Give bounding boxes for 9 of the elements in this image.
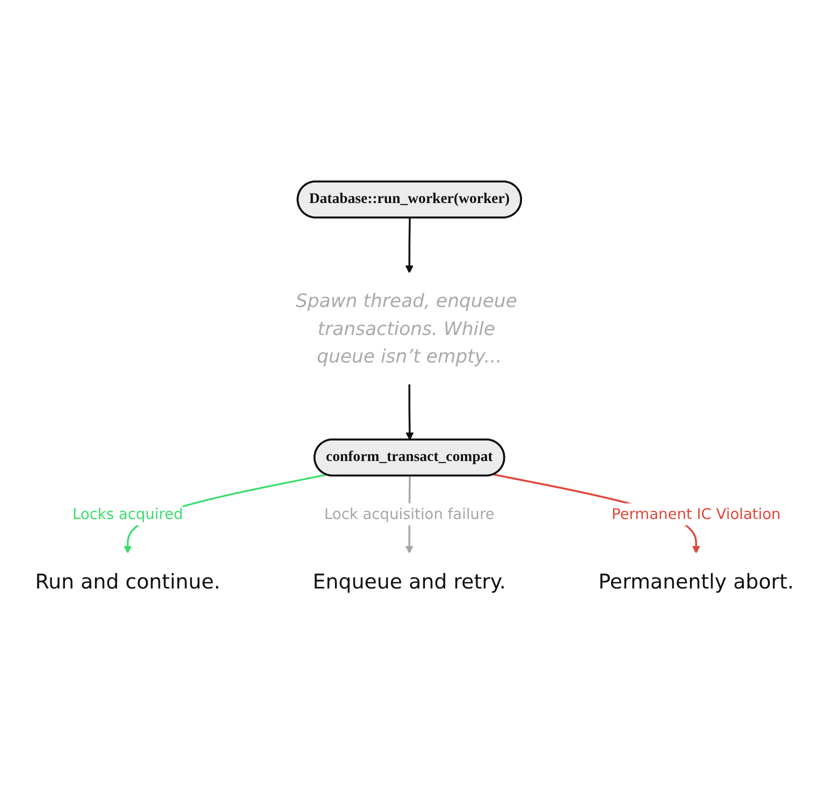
edge-label: Locks acquired bbox=[72, 504, 183, 522]
node-text: Enqueue and retry. bbox=[312, 570, 506, 594]
edge-label: Lock acquisition failure bbox=[324, 504, 494, 522]
arrow bbox=[405, 218, 414, 273]
arrow bbox=[406, 384, 414, 440]
node-text: Run and continue. bbox=[35, 570, 220, 594]
node-text: Spawn thread, enqueue transactions. While queue isn’t empty... bbox=[296, 289, 518, 367]
edge-label: Permanent IC Violation bbox=[612, 504, 781, 522]
node-text: Permanently abort. bbox=[598, 570, 794, 594]
